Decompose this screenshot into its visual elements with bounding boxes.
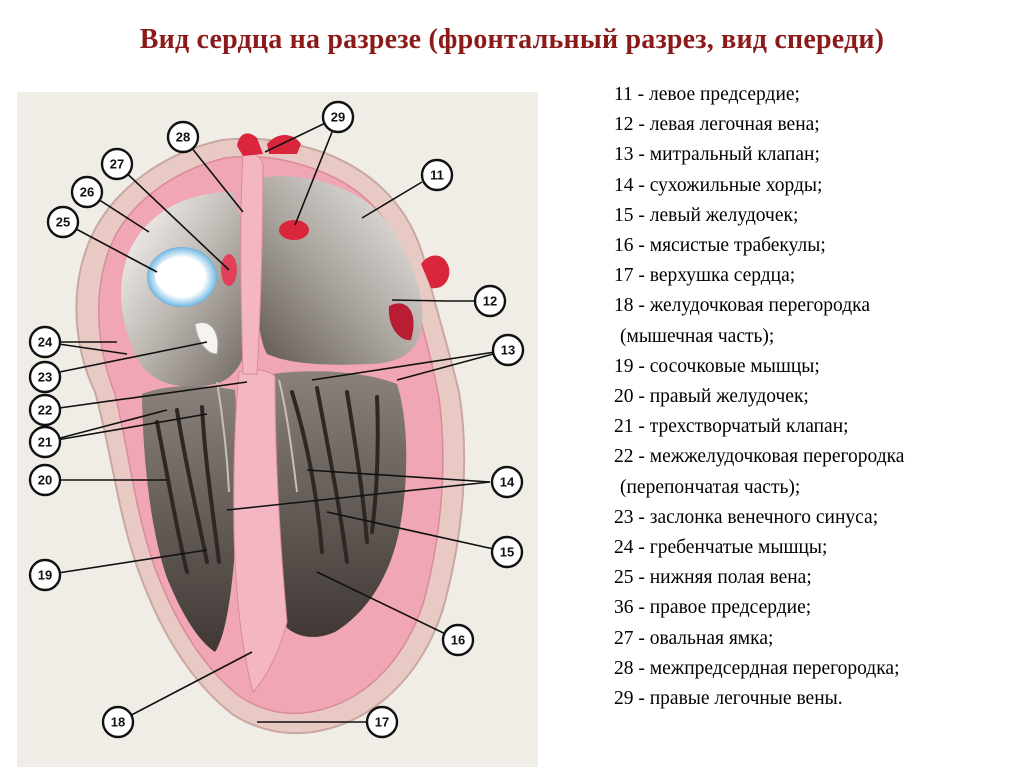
legend-item-continuation: (мышечная часть); (620, 325, 775, 347)
label-20: 20 (28, 463, 62, 497)
svg-text:26: 26 (80, 185, 94, 200)
legend-item: 19 - сосочковые мышцы; (614, 355, 820, 377)
label-24: 24 (28, 325, 62, 359)
label-27: 27 (100, 147, 134, 181)
leader-lines (44, 116, 509, 723)
svg-text:22: 22 (38, 403, 52, 418)
page-title: Вид сердца на разрезе (фронтальный разре… (139, 24, 885, 55)
svg-text:21: 21 (38, 435, 52, 450)
legend-item: 28 - межпредсердная перегородка; (614, 657, 900, 679)
legend-item: 18 - желудочковая перегородка (614, 295, 870, 317)
trabeculae (155, 386, 380, 574)
pulmonary-vein-opening (279, 220, 309, 240)
label-22: 22 (28, 393, 62, 427)
legend-list: 11 - левое предсердие; 12 - левая легочн… (614, 80, 1014, 714)
label-17: 17 (365, 705, 399, 739)
legend-item: 23 - заслонка венечного синуса; (614, 506, 879, 528)
svg-text:13: 13 (501, 343, 515, 358)
label-16: 16 (441, 623, 475, 657)
svg-text:12: 12 (483, 294, 497, 309)
heart-section-diagram: 29 28 27 26 25 11 12 13 24 23 22 21 20 1… (17, 92, 538, 767)
label-28: 28 (166, 120, 200, 154)
label-12: 12 (473, 284, 507, 318)
label-25: 25 (46, 205, 80, 239)
legend-item-continuation: (перепончатая часть); (620, 476, 801, 498)
legend-item: 25 - нижняя полая вена; (614, 567, 812, 589)
legend-item: 15 - левый желудочек; (614, 204, 799, 226)
svg-text:17: 17 (375, 715, 389, 730)
label-14: 14 (490, 465, 524, 499)
left-pulmonary-vein (421, 255, 450, 289)
coronary-sinus-valve (194, 322, 219, 355)
interatrial-septum (240, 151, 264, 375)
pulmonary-veins-top (237, 133, 263, 156)
legend-item: 22 - межжелудочковая перегородка (614, 446, 905, 468)
legend-item: 11 - левое предсердие; (614, 84, 800, 105)
svg-text:11: 11 (430, 168, 444, 183)
heart-illustration: 29 28 27 26 25 11 12 13 24 23 22 21 20 1… (28, 100, 525, 739)
label-18: 18 (101, 705, 135, 739)
legend-item: 21 - трехстворчатый клапан; (614, 416, 849, 438)
label-19: 19 (28, 558, 62, 592)
svg-text:24: 24 (38, 335, 53, 350)
legend-item: 17 - верхушка сердца; (614, 265, 796, 287)
legend-item: 13 - митральный клапан; (614, 144, 820, 166)
legend-item: 27 - овальная ямка; (614, 627, 774, 649)
legend-item: 36 - правое предсердие; (614, 597, 812, 619)
legend-item: 14 - сухожильные хорды; (614, 174, 823, 196)
right-ventricle (142, 385, 238, 652)
legend-item: 16 - мясистые трабекулы; (614, 235, 826, 257)
svg-text:28: 28 (176, 130, 190, 145)
legend-item: 24 - гребенчатые мышцы; (614, 537, 828, 559)
svg-text:16: 16 (451, 633, 465, 648)
label-13: 13 (491, 333, 525, 367)
legend-item: 29 - правые легочные вены. (614, 688, 843, 710)
legend-item: 20 - правый желудочек; (614, 386, 809, 408)
svg-text:23: 23 (38, 370, 52, 385)
interventricular-septum (233, 369, 288, 693)
legend-item: 12 - левая легочная вена; (614, 114, 820, 136)
label-29: 29 (321, 100, 355, 134)
label-26: 26 (70, 175, 104, 209)
label-21: 21 (28, 425, 62, 459)
svg-text:27: 27 (110, 157, 124, 172)
label-11: 11 (420, 158, 454, 192)
label-23: 23 (28, 360, 62, 394)
svg-text:18: 18 (111, 715, 125, 730)
svg-text:25: 25 (56, 215, 70, 230)
label-15: 15 (490, 535, 524, 569)
svg-text:20: 20 (38, 473, 52, 488)
svg-text:29: 29 (331, 110, 345, 125)
svg-text:19: 19 (38, 568, 52, 583)
svg-text:14: 14 (500, 475, 515, 490)
svg-text:15: 15 (500, 545, 514, 560)
